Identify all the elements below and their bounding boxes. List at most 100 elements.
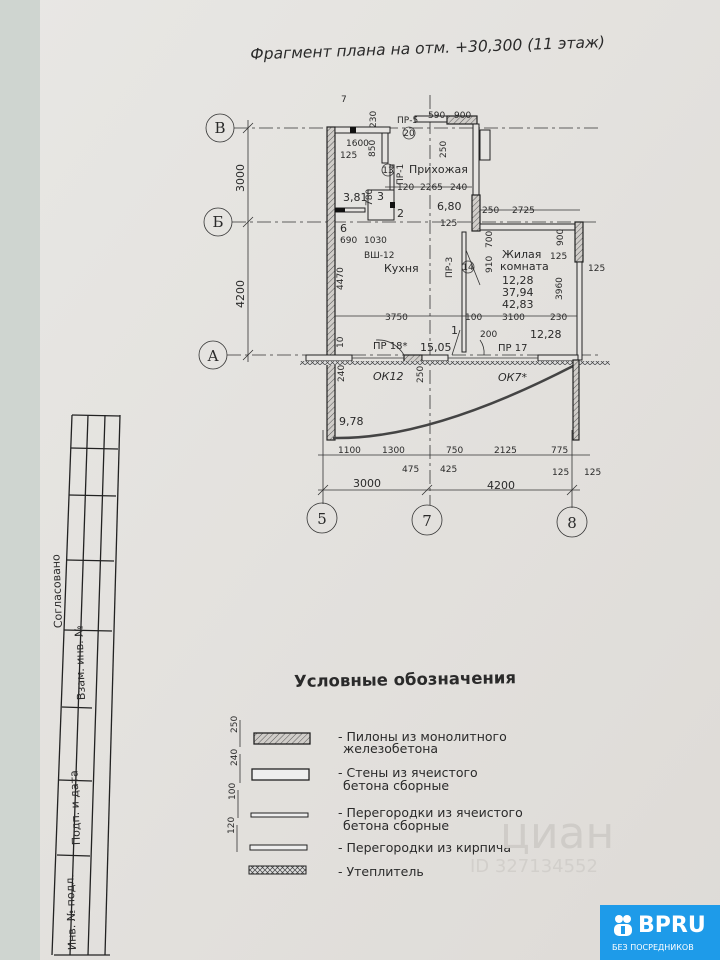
legend-item-pylons: 250 - Пилоны из монолитного железобетона bbox=[230, 716, 507, 756]
svg-text:- Стены из ячеистого: - Стены из ячеистого bbox=[338, 765, 478, 780]
room-kitchen-area: 15,05 bbox=[420, 341, 452, 354]
svg-text:20: 20 bbox=[403, 129, 415, 139]
svg-text:240: 240 bbox=[337, 365, 347, 382]
room-hall-area: 6,80 bbox=[437, 200, 462, 213]
svg-text:7: 7 bbox=[341, 95, 347, 105]
svg-text:железобетона: железобетона bbox=[343, 741, 438, 756]
axis-bubble-col-7: 7 bbox=[411, 504, 443, 536]
bpru-badge[interactable]: BPRU БЕЗ ПОСРЕДНИКОВ bbox=[600, 905, 720, 960]
svg-text:250: 250 bbox=[482, 206, 499, 216]
legend-item-insulation: - Утеплитель bbox=[248, 864, 424, 879]
bottom-dims: 1100 1300 475 425 750 2125 775 125 125 3… bbox=[338, 446, 601, 492]
svg-text:13: 13 bbox=[382, 166, 393, 176]
svg-text:1: 1 bbox=[451, 324, 458, 337]
inner-dims: 230 590 900 1600 850 125 250 120 2265 24… bbox=[336, 111, 605, 383]
svg-text:- Перегородки из кирпича: - Перегородки из кирпича bbox=[338, 840, 511, 855]
room-living-area: 12,28 bbox=[502, 274, 534, 287]
title-block-sign-date: Подп. и дата bbox=[67, 770, 83, 845]
svg-text:590: 590 bbox=[428, 111, 445, 121]
svg-text:230: 230 bbox=[369, 111, 379, 128]
title-block-agreed: Согласовано bbox=[49, 554, 65, 629]
svg-text:100: 100 bbox=[228, 783, 238, 800]
title-block-replace-inv: Взам. инв. № bbox=[72, 625, 88, 700]
svg-text:775: 775 bbox=[551, 446, 568, 456]
room-living-total-area: 42,83 bbox=[502, 298, 534, 311]
svg-text:3100: 3100 bbox=[502, 313, 525, 323]
room-hall-name: Прихожая bbox=[409, 163, 468, 176]
svg-text:125: 125 bbox=[588, 264, 605, 274]
svg-text:4200: 4200 bbox=[487, 479, 515, 492]
svg-text:125: 125 bbox=[440, 219, 457, 229]
svg-text:1300: 1300 bbox=[382, 446, 405, 456]
axis-bubble-row-b: Б bbox=[203, 207, 233, 237]
svg-text:780: 780 bbox=[365, 189, 375, 206]
svg-text:750: 750 bbox=[446, 446, 463, 456]
badge-tagline: БЕЗ ПОСРЕДНИКОВ bbox=[612, 943, 694, 952]
room-living-name-1: Жилая bbox=[502, 248, 541, 261]
room-bath-area: 3,81 bbox=[343, 191, 368, 204]
svg-text:1600: 1600 bbox=[346, 139, 369, 149]
svg-text:2725: 2725 bbox=[512, 206, 535, 216]
svg-text:120: 120 bbox=[397, 183, 414, 193]
svg-text:А: А bbox=[207, 347, 219, 365]
svg-text:900: 900 bbox=[454, 111, 471, 121]
axis-bubble-col-5: 5 bbox=[306, 502, 338, 534]
svg-text:2: 2 bbox=[397, 207, 404, 220]
svg-text:Б: Б bbox=[212, 213, 223, 231]
legend-item-walls: 240 - Стены из ячеистого бетона сборные bbox=[230, 749, 478, 793]
svg-text:100: 100 bbox=[465, 313, 482, 323]
svg-text:1100: 1100 bbox=[338, 446, 361, 456]
svg-text:120: 120 bbox=[227, 817, 237, 834]
svg-text:бетона сборные: бетона сборные bbox=[343, 778, 449, 793]
people-icon bbox=[614, 915, 632, 936]
svg-text:2125: 2125 bbox=[494, 446, 517, 456]
room-labels: 13 Прихожая 6,80 3,81 Кухня 15,05 Жилая … bbox=[339, 163, 562, 428]
svg-text:бетона сборные: бетона сборные bbox=[343, 818, 449, 833]
watermark-id: ID 327134552 bbox=[470, 856, 598, 877]
dim-left-3000: 3000 bbox=[234, 164, 247, 192]
svg-text:3000: 3000 bbox=[353, 477, 381, 490]
watermark-brand: циан bbox=[500, 808, 614, 859]
balcony-edge bbox=[332, 363, 576, 440]
svg-text:ОК12: ОК12 bbox=[373, 370, 403, 383]
axis-bubble-row-v: В bbox=[205, 113, 235, 143]
svg-text:1030: 1030 bbox=[364, 236, 387, 246]
svg-text:200: 200 bbox=[480, 330, 497, 340]
svg-text:250: 250 bbox=[439, 141, 449, 158]
legend-item-aerated-partitions: 100 - Перегородки из ячеистого бетона сб… bbox=[228, 783, 523, 833]
svg-text:240: 240 bbox=[230, 749, 240, 766]
svg-text:4470: 4470 bbox=[336, 267, 346, 290]
svg-text:ПР-1: ПР-1 bbox=[396, 164, 406, 185]
legend-item-brick-partitions: 120 - Перегородки из кирпича bbox=[227, 817, 511, 855]
svg-text:3750: 3750 bbox=[385, 313, 408, 323]
dim-left-4200: 4200 bbox=[234, 280, 247, 308]
svg-text:230: 230 bbox=[550, 313, 567, 323]
room-balcony-area: 9,78 bbox=[339, 415, 364, 428]
svg-text:910: 910 bbox=[485, 256, 495, 273]
svg-text:3960: 3960 bbox=[555, 277, 565, 300]
paper bbox=[10, 0, 720, 960]
svg-text:475: 475 bbox=[402, 465, 419, 475]
room17-area: 12,28 bbox=[530, 328, 562, 341]
svg-text:425: 425 bbox=[440, 465, 457, 475]
badge-brand: BPRU bbox=[638, 913, 706, 938]
axis-bubble-col-8: 8 bbox=[556, 506, 588, 538]
svg-text:900: 900 bbox=[556, 229, 566, 246]
svg-text:125: 125 bbox=[552, 468, 569, 478]
svg-text:250: 250 bbox=[230, 716, 240, 733]
svg-text:850: 850 bbox=[368, 140, 378, 157]
walls bbox=[300, 115, 610, 441]
svg-text:10: 10 bbox=[336, 336, 346, 348]
svg-text:700: 700 bbox=[485, 231, 495, 248]
svg-text:8: 8 bbox=[567, 514, 577, 532]
room-living-living-area: 37,94 bbox=[502, 286, 534, 299]
svg-text:5: 5 bbox=[317, 510, 327, 528]
svg-text:ВШ-12: ВШ-12 bbox=[364, 251, 395, 261]
svg-text:14: 14 bbox=[462, 263, 474, 273]
svg-text:- Пилоны из монолитного: - Пилоны из монолитного bbox=[338, 729, 507, 744]
svg-text:ПР-5: ПР-5 bbox=[397, 116, 418, 126]
svg-text:240: 240 bbox=[450, 183, 467, 193]
svg-text:- Утеплитель: - Утеплитель bbox=[338, 864, 424, 879]
svg-text:125: 125 bbox=[584, 468, 601, 478]
